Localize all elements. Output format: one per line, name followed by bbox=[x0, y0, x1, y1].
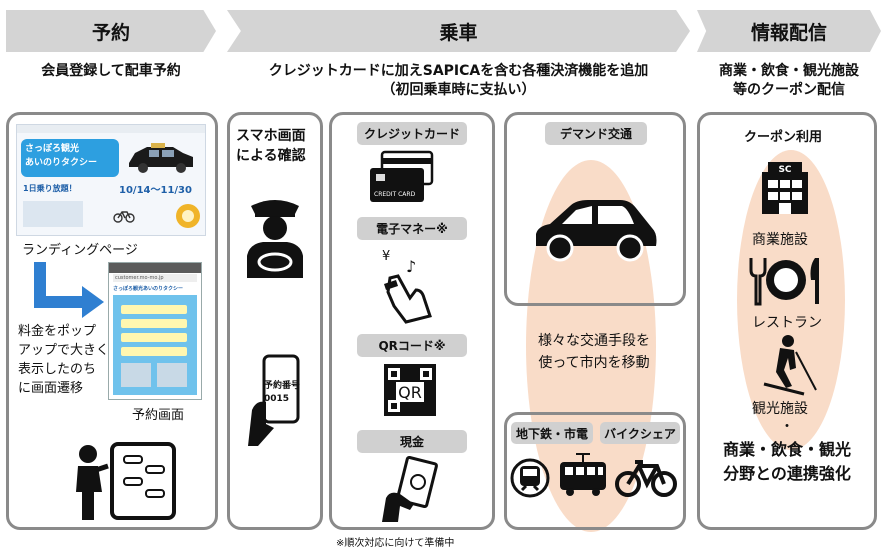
streetcar-icon bbox=[560, 453, 606, 496]
driver-panel bbox=[227, 112, 323, 530]
partnership-strength: 商業・飲食・観光 分野との連携強化 bbox=[722, 440, 851, 483]
public-transport-panel bbox=[504, 412, 686, 530]
landing-period: 10/14〜11/30 bbox=[119, 185, 192, 196]
driver-icon bbox=[247, 200, 303, 278]
person-tablet-icon bbox=[76, 442, 176, 520]
landing-page-banner: さっぽろ観光 あいのりタクシー bbox=[21, 139, 119, 177]
landing-page-topbar bbox=[17, 125, 205, 133]
payment-qr-code: QRコード※ bbox=[357, 334, 467, 357]
demand-transport-label: デマンド交通 bbox=[545, 122, 647, 145]
facility-restaurant: レストラン bbox=[752, 315, 822, 331]
transport-move-text: 様々な交通手段を 使って市内を移動 bbox=[538, 333, 650, 371]
smartphone-confirm-label: スマホ画面 による確認 bbox=[236, 128, 306, 164]
demand-transport-panel bbox=[504, 112, 686, 306]
cash-icon bbox=[382, 455, 438, 522]
landing-brand-line2: あいのりタクシー bbox=[25, 158, 98, 168]
phone-bottom-cards bbox=[121, 363, 151, 387]
landing-brand-line1: さっぽろ観光 bbox=[25, 144, 80, 154]
taxi-icon bbox=[129, 143, 193, 173]
shopping-center-icon: SC bbox=[762, 162, 808, 214]
subway-label: 地下鉄・市電 bbox=[511, 422, 593, 444]
ride-subtitle-line1: クレジットカードに加えSAPICAを含む各種決済機能を追加 bbox=[268, 63, 649, 79]
ride-subtitle: クレジットカードに加えSAPICAを含む各種決済機能を追加 （初回乗車時に支払い… bbox=[227, 62, 690, 100]
subway-icon bbox=[510, 458, 550, 498]
phone-app-header: さっぽろ観光あいのりタクシー bbox=[113, 286, 184, 292]
credit-card-text: CREDIT CARD bbox=[374, 191, 416, 198]
header-ride-title: 乗車 bbox=[439, 21, 478, 44]
car-icon bbox=[536, 200, 657, 262]
restaurant-icon bbox=[749, 258, 819, 306]
payment-cash: 現金 bbox=[357, 430, 467, 453]
bicycle-small-icon bbox=[113, 211, 135, 223]
header-reservation: 予約 bbox=[6, 10, 216, 52]
hand-phone-icon bbox=[248, 354, 300, 446]
info-subtitle-line1: 商業・飲食・観光施設 bbox=[719, 63, 859, 79]
credit-card-icon: CREDIT CARD bbox=[370, 150, 434, 202]
info-subtitle: 商業・飲食・観光施設 等のクーポン配信 bbox=[697, 62, 881, 100]
payment-emoney: 電子マネー※ bbox=[357, 217, 467, 240]
music-note-icon: ♪ bbox=[406, 257, 416, 276]
phone-bottom-cards-2 bbox=[157, 363, 187, 387]
header-reservation-title: 予約 bbox=[91, 21, 130, 44]
header-ride: 乗車 bbox=[227, 10, 690, 52]
phone-status-bar bbox=[109, 263, 201, 273]
desc-line-4: に画面遷移 bbox=[18, 381, 84, 396]
header-info: 情報配信 bbox=[697, 10, 881, 52]
coupon-use-label: クーポン利用 bbox=[744, 130, 823, 145]
payment-note: ※順次対応に向けて準備中 bbox=[336, 538, 455, 549]
booking-screen-label: 予約画面 bbox=[132, 408, 185, 423]
ride-subtitle-line2: （初回乗車時に支払い） bbox=[381, 82, 536, 98]
phone-booking-number: 予約番号 0015 bbox=[264, 381, 301, 404]
facility-sightseeing: 観光施設 bbox=[752, 401, 808, 417]
landing-day-pass: 1日乗り放題！ bbox=[23, 184, 77, 193]
reservation-subtitle: 会員登録して配車予約 bbox=[41, 63, 181, 79]
facility-commercial: 商業施設 bbox=[752, 232, 808, 248]
phone-option-1[interactable] bbox=[121, 305, 187, 314]
phone-url-bar: customer.mo-mo.jp bbox=[113, 274, 197, 282]
shop-sign: SC bbox=[778, 165, 791, 175]
reservation-description: 料金をポップ アップで大きく 表示したのち に画面遷移 bbox=[18, 322, 109, 398]
coupon-badge-icon bbox=[176, 204, 200, 228]
header-info-title: 情報配信 bbox=[750, 21, 827, 44]
info-subtitle-line2: 等のクーポン配信 bbox=[733, 82, 845, 98]
phone-option-3[interactable] bbox=[121, 333, 187, 342]
phone-option-4[interactable] bbox=[121, 347, 187, 356]
qr-text: QR bbox=[398, 383, 422, 402]
landing-page-thumbnail: さっぽろ観光 あいのりタクシー 1日乗り放題！ 10/14〜11/30 bbox=[16, 124, 206, 236]
desc-line-1: 料金をポップ bbox=[18, 324, 97, 339]
flow-arrow-icon bbox=[34, 262, 104, 318]
phone-option-2[interactable] bbox=[121, 319, 187, 328]
landing-page-label: ランディングページ bbox=[22, 243, 138, 258]
middle-dot: ・ bbox=[780, 419, 794, 435]
qr-code-icon: QR bbox=[384, 364, 436, 416]
yen-symbol: ¥ bbox=[382, 249, 390, 264]
skier-icon bbox=[763, 335, 817, 396]
desc-line-3: 表示したのち bbox=[18, 362, 97, 377]
landing-info-blocks bbox=[23, 201, 83, 227]
desc-line-2: アップで大きく bbox=[18, 343, 110, 358]
bike-share-label: バイクシェア bbox=[600, 422, 680, 444]
booking-screen-thumbnail: customer.mo-mo.jp さっぽろ観光あいのりタクシー bbox=[108, 262, 202, 400]
bicycle-icon bbox=[615, 460, 677, 497]
emoney-touch-icon: ¥ ♪ bbox=[382, 249, 432, 324]
payment-credit-card: クレジットカード bbox=[357, 122, 467, 145]
